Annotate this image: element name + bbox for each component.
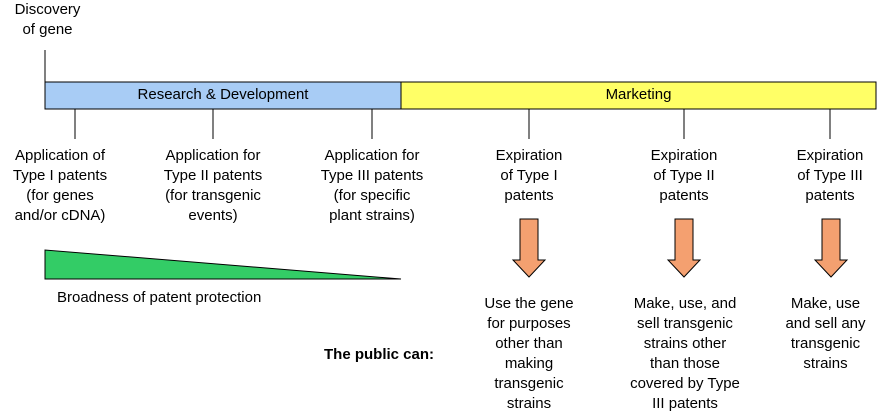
type3-expiration-label: Expiration of Type III patents [796, 147, 864, 204]
type1-application-label: Application of Type I patents (for genes… [12, 147, 108, 224]
arrow-down-icon [813, 218, 849, 278]
arrow-down-icon [666, 218, 702, 278]
broadness-label: Broadness of patent protection [57, 289, 262, 306]
marketing-bar [400, 81, 877, 110]
type3-application-label: Application for Type III patents (for sp… [320, 147, 424, 224]
type1-expiration-label: Expiration of Type I patents [495, 147, 563, 204]
type2-application-label: Application for Type II patents (for tra… [163, 147, 263, 224]
research-development-label: Research & Development [137, 86, 309, 103]
marketing-label: Marketing [605, 86, 672, 103]
public-outcome-type1: Use the gene for purposes other than mak… [484, 295, 574, 412]
public-outcome-type3: Make, use and sell any transgenic strain… [785, 295, 866, 372]
broadness-wedge [44, 249, 402, 280]
type2-expiration-label: Expiration of Type II patents [650, 147, 718, 204]
discovery-of-gene-label: Discovery of gene [14, 1, 81, 38]
public-can-label: The public can: [324, 346, 435, 363]
public-outcome-type2: Make, use, and sell transgenic strains o… [630, 295, 740, 412]
arrow-down-icon [511, 218, 547, 278]
